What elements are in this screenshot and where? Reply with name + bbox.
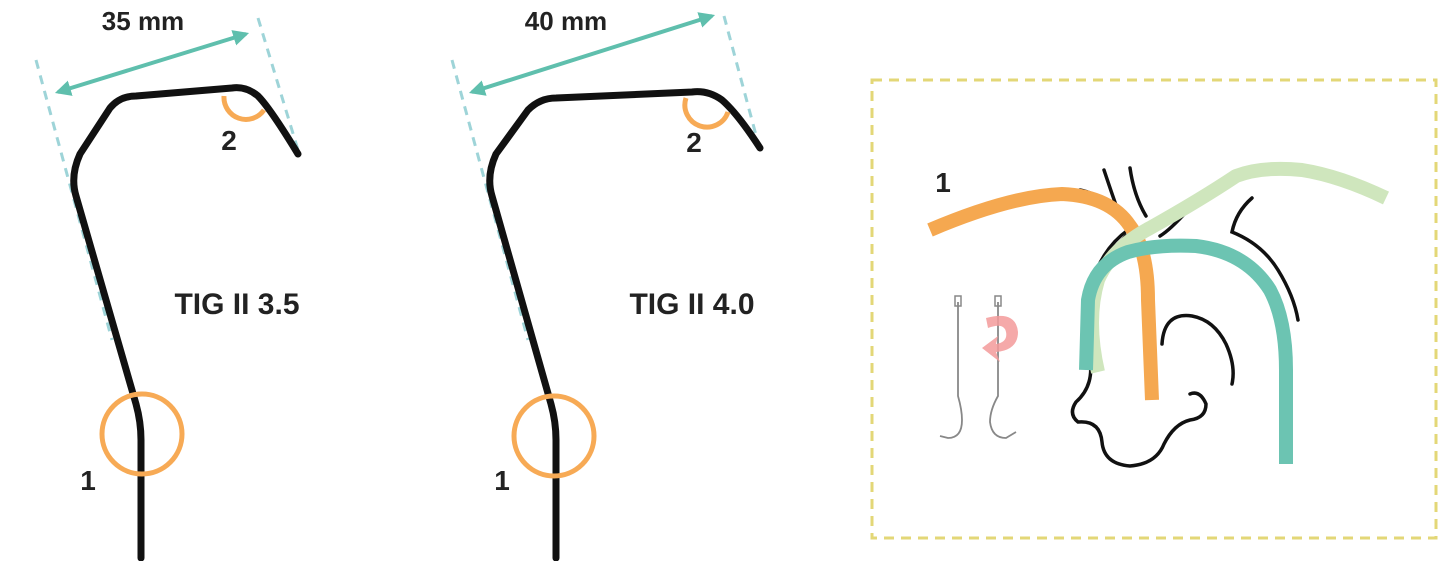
small-catheter-left: [939, 302, 963, 439]
length-label: 40 mm: [525, 6, 607, 36]
panel-marker-number-1: 1: [935, 167, 951, 198]
catheter-tig-40: 40 mm 1 2 TIG II 4.0: [450, 6, 764, 561]
catheter-shape: [486, 88, 764, 561]
rotation-arrow-icon: [982, 315, 1018, 362]
catheter-shape: [70, 84, 302, 561]
marker-number-2: 2: [686, 127, 702, 158]
marker-number-2: 2: [221, 125, 237, 156]
length-label: 35 mm: [102, 6, 184, 36]
model-label: TIG II 4.0: [629, 288, 754, 321]
marker-number-1: 1: [494, 465, 510, 496]
dimension-arrow: [468, 12, 716, 96]
small-catheter-right: [989, 302, 1017, 439]
teal-catheter-curve: [1079, 238, 1293, 464]
dimension-arrow: [54, 30, 250, 96]
model-label: TIG II 3.5: [174, 288, 299, 321]
bend-angle-marker: [221, 95, 267, 122]
anatomy-panel: 1: [870, 78, 1438, 540]
catheter-rotation-icon: [939, 295, 1018, 439]
tip-curve-marker: [511, 393, 597, 479]
marker-number-1: 1: [80, 465, 96, 496]
small-catheter-left-hub: [954, 295, 962, 307]
bend-angle-marker: [682, 97, 731, 130]
orange-catheter-curve: [927, 187, 1159, 401]
catheter-tig-35: 35 mm 1 2 TIG II 3.5: [34, 6, 302, 561]
panel-border: [870, 78, 1438, 540]
guide-line-right: [256, 17, 300, 151]
tip-curve-marker: [99, 391, 185, 477]
guide-line-right: [722, 15, 762, 151]
small-catheter-right-hub: [994, 295, 1002, 307]
